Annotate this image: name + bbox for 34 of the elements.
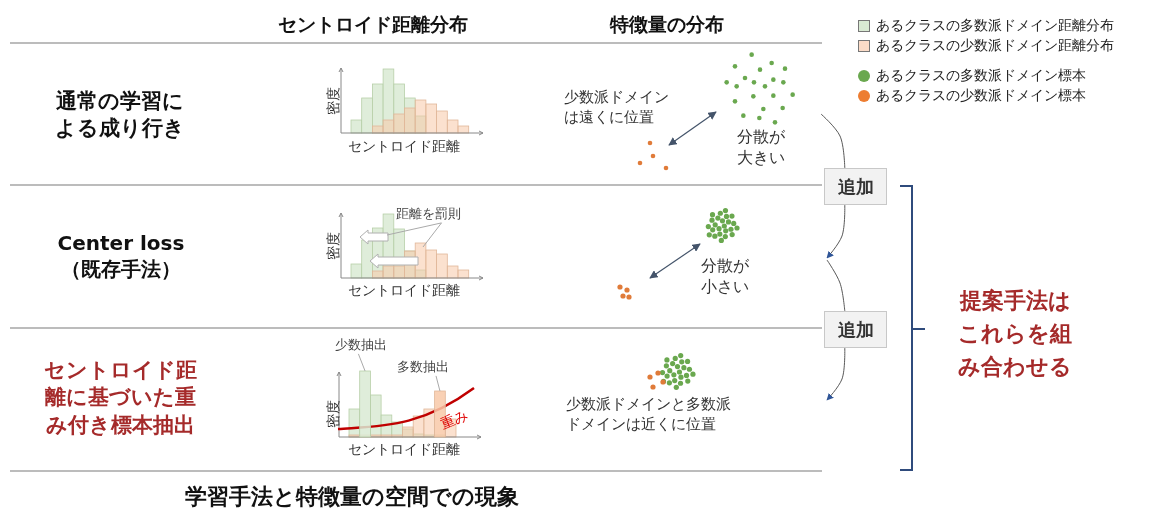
row-title: Center loss （既存手法） bbox=[55, 230, 187, 282]
annotation-text: 分散が小さい bbox=[701, 256, 750, 298]
caption: 学習手法と特徴量の空間での現象 bbox=[185, 483, 519, 511]
annotation-text: 少数抽出 bbox=[335, 337, 387, 354]
axis-label: セントロイド距離 bbox=[348, 137, 460, 156]
leader-line bbox=[435, 375, 441, 392]
axis-label: 密度 bbox=[323, 87, 342, 116]
annotation-text: 分散が大きい bbox=[737, 127, 786, 169]
annotation-text: 多数抽出 bbox=[397, 359, 449, 376]
annotation-text: 少数派ドメインと多数派ドメインは近くに位置 bbox=[566, 395, 732, 434]
proposal-text: 提案手法はこれらを組み合わせる bbox=[953, 284, 1077, 383]
annotation-text: 少数派ドメインは遠くに位置 bbox=[564, 88, 670, 127]
leader-line bbox=[422, 222, 442, 248]
legend-label: あるクラスの多数派ドメイン標本 bbox=[876, 67, 1086, 85]
add-box: 追加 bbox=[824, 168, 887, 205]
column-header: セントロイド距離分布 bbox=[278, 12, 468, 37]
column-header: 特徴量の分布 bbox=[610, 12, 724, 37]
axis-label: 密度 bbox=[323, 400, 342, 429]
legend-label: あるクラスの少数派ドメイン標本 bbox=[876, 87, 1086, 105]
axis-label: セントロイド距離 bbox=[348, 281, 460, 300]
annotation-text: 距離を罰則 bbox=[396, 206, 461, 223]
row-title: セントロイド距離に基づいた重み付き標本抽出 bbox=[40, 357, 200, 439]
legend-label: あるクラスの多数派ドメイン距離分布 bbox=[876, 17, 1114, 35]
add-box: 追加 bbox=[824, 311, 887, 348]
histogram-bar bbox=[359, 370, 371, 438]
axis-label: 密度 bbox=[323, 232, 342, 261]
axis-label: セントロイド距離 bbox=[348, 440, 460, 459]
leader-line bbox=[357, 353, 366, 372]
curved-arrow bbox=[826, 347, 846, 401]
weight-label: 重み bbox=[437, 405, 471, 433]
leader-line bbox=[386, 222, 442, 236]
legend-label: あるクラスの少数派ドメイン距離分布 bbox=[876, 37, 1114, 55]
row-title: 通常の学習による成り行き bbox=[50, 88, 190, 143]
curved-arrow bbox=[826, 204, 846, 259]
